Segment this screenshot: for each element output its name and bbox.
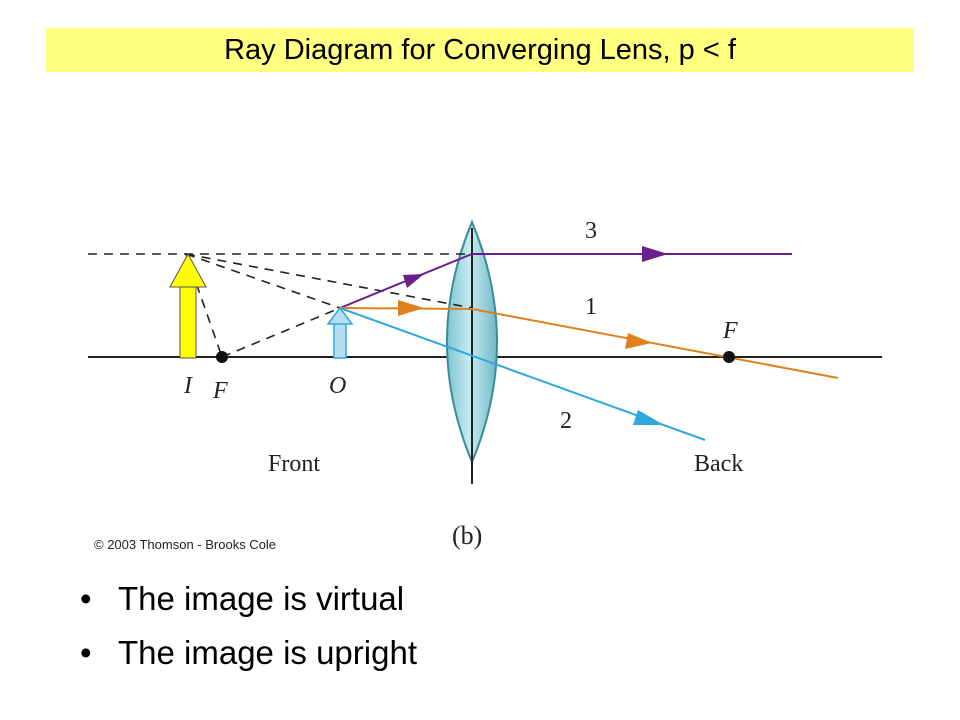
bullet-item: • The image is upright (80, 628, 417, 682)
bullet-dot: • (80, 580, 92, 617)
ray-1 (339, 300, 839, 379)
ray-2-arrowhead (633, 410, 664, 425)
figure-part-label: (b) (452, 521, 482, 550)
ray-3-arrowhead-1 (403, 274, 424, 288)
bullet-dot: • (80, 634, 92, 671)
ray-2 (339, 307, 706, 441)
object-label: O (329, 373, 346, 399)
bullet-list: • The image is virtual • The image is upri… (80, 574, 417, 682)
focal-front-label: F (212, 378, 228, 404)
image-arrow (169, 252, 207, 359)
image-label: I (183, 373, 193, 399)
object-arrow (326, 306, 354, 359)
ray-3-label: 3 (585, 218, 597, 244)
slide-title: Ray Diagram for Converging Lens, p < f (224, 33, 736, 66)
ray-1-arrowhead-1 (398, 300, 424, 316)
ray-2-label: 2 (560, 408, 572, 434)
ray-3-arrowhead-2 (642, 246, 668, 262)
ray-1-label: 1 (585, 294, 597, 320)
bullet-text: The image is upright (118, 634, 417, 671)
bullet-text: The image is virtual (118, 580, 405, 617)
ray-3 (339, 246, 792, 309)
focal-point-back (723, 351, 735, 363)
bullet-item: • The image is virtual (80, 574, 417, 628)
front-label: Front (268, 451, 320, 477)
copyright-notice: © 2003 Thomson - Brooks Cole (94, 537, 277, 552)
slide-title-bar: Ray Diagram for Converging Lens, p < f (46, 28, 914, 72)
back-label: Back (694, 451, 743, 477)
focal-point-front (216, 351, 228, 363)
ray-1-arrowhead-2 (625, 333, 652, 349)
focal-back-label: F (722, 318, 738, 344)
